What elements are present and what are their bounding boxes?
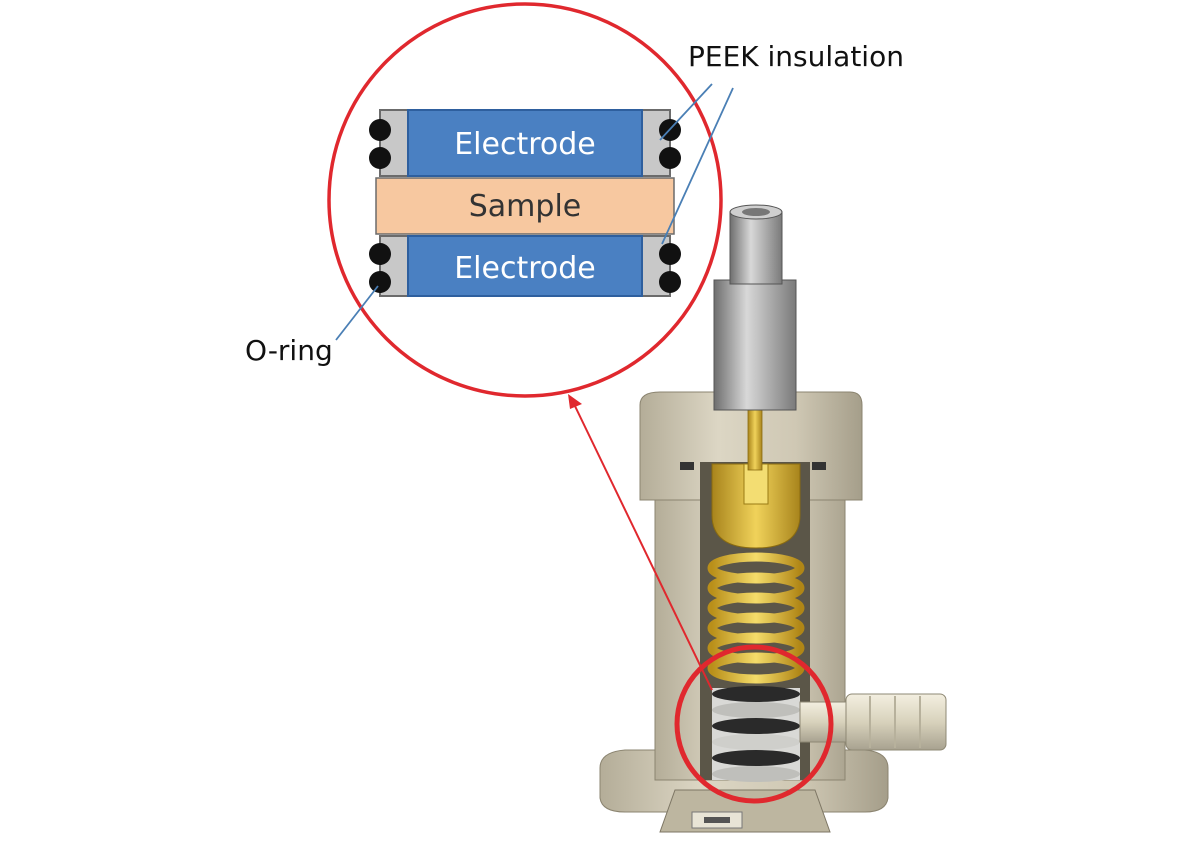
o-ring-label: O-ring xyxy=(245,334,333,367)
magnifier-inset: Electrode Sample Electrode xyxy=(327,2,723,398)
o-ring-icon xyxy=(659,147,681,169)
spring xyxy=(707,552,805,684)
o-ring-icon xyxy=(659,243,681,265)
o-ring-icon xyxy=(369,243,391,265)
peek-insulation-label: PEEK insulation xyxy=(688,40,904,73)
electrode-stack xyxy=(712,686,800,782)
electrode-bottom xyxy=(407,235,643,297)
peek-leader-2 xyxy=(661,87,734,245)
electrode-bottom-label: Electrode xyxy=(454,251,596,286)
o-rings xyxy=(369,119,681,293)
side-knob xyxy=(799,693,947,751)
small-magnifier-ring xyxy=(674,644,834,804)
sample-layer xyxy=(375,177,675,235)
leader-lines xyxy=(335,83,734,341)
peek-left-bottom xyxy=(379,235,409,297)
oring-leader xyxy=(335,285,379,341)
o-ring-icon xyxy=(659,271,681,293)
electrode-top xyxy=(407,109,643,177)
center-pin xyxy=(747,409,763,471)
o-ring-icon xyxy=(369,119,391,141)
sample-cell-cutaway xyxy=(599,204,947,833)
sample-label: Sample xyxy=(469,189,582,224)
o-ring-icon xyxy=(369,271,391,293)
gold-plunger xyxy=(711,463,801,549)
o-ring-icon xyxy=(369,147,391,169)
electrode-top-label: Electrode xyxy=(454,127,596,162)
peek-leader-1 xyxy=(659,83,713,141)
bottom-mount xyxy=(659,789,831,833)
zoom-arrow xyxy=(568,394,713,691)
top-connector xyxy=(713,204,797,411)
